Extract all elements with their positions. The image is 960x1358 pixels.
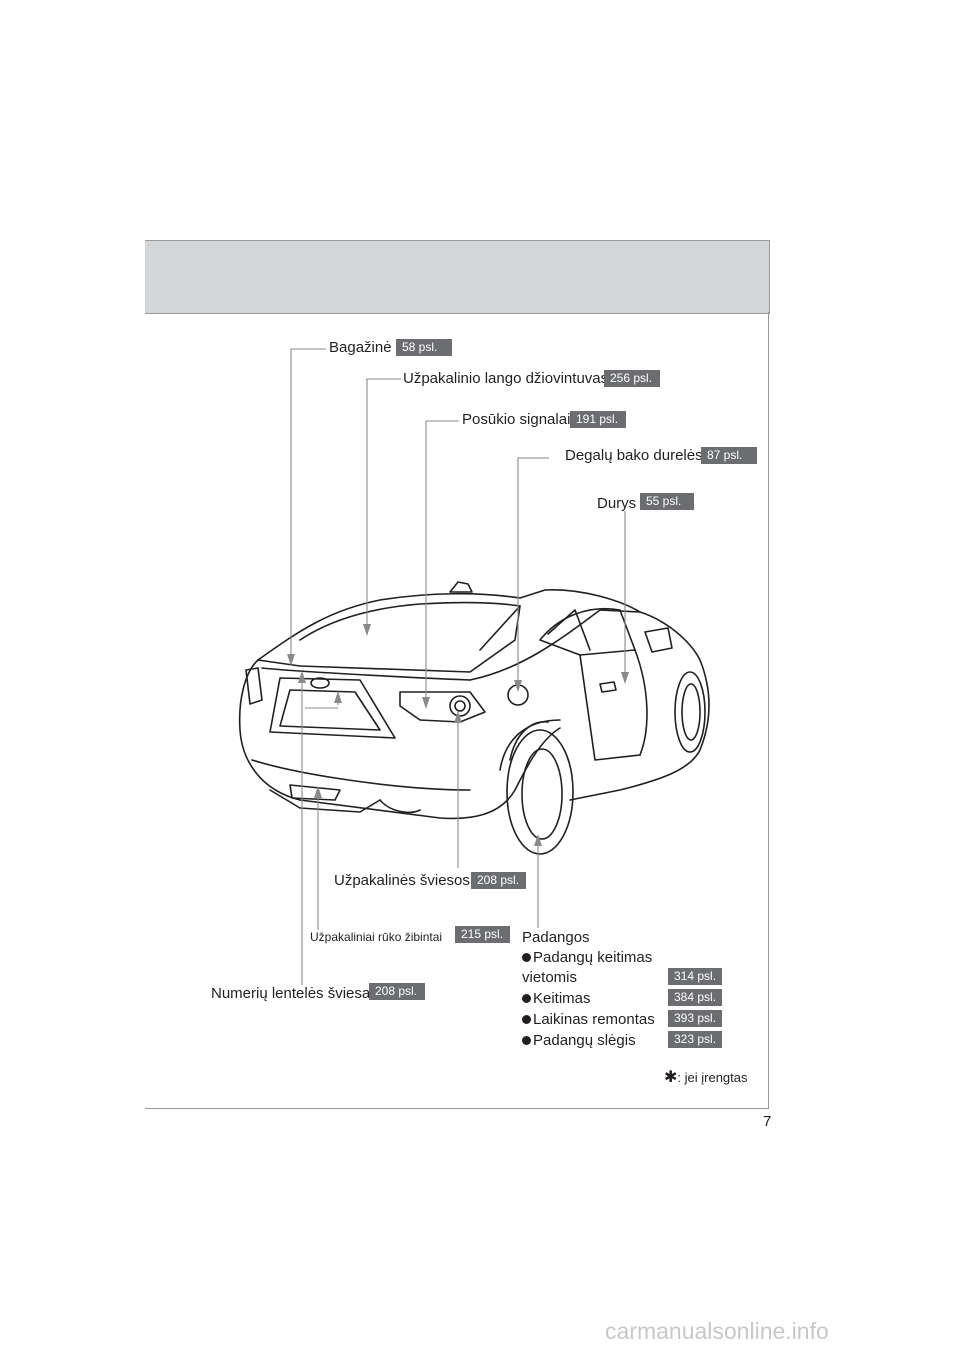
turn-signals-label: Posūkio signalai (462, 411, 571, 428)
tire-rotation-item: Padangų keitimas (522, 949, 652, 967)
bullet-icon (522, 1036, 531, 1045)
rear-defogger-label: Užpakalinio lango džiovintuvas (403, 370, 609, 387)
watermark: carmanualsonline.info (605, 1318, 829, 1344)
bottom-rule (145, 1108, 769, 1109)
tire-pressure-item: Padangų slėgis (522, 1032, 636, 1050)
asterisk-icon: ✱ (664, 1069, 678, 1086)
rear-fog-page-tag: 215 psl. (455, 926, 510, 943)
tire-replacement-label: Keitimas (533, 990, 591, 1007)
bullet-icon (522, 994, 531, 1003)
trunk-page-tag: 58 psl. (396, 339, 452, 356)
tire-pressure-page-tag: 323 psl. (668, 1031, 722, 1048)
tire-replacement-page-tag: 384 psl. (668, 989, 722, 1006)
doors-page-tag: 55 psl. (640, 493, 694, 510)
turn-signals-page-tag: 191 psl. (570, 411, 626, 428)
page-number: 7 (763, 1113, 772, 1130)
right-margin-rule (768, 312, 769, 1108)
tire-replacement-item: Keitimas (522, 990, 591, 1008)
fuel-door-page-tag: 87 psl. (701, 447, 757, 464)
tail-lights-page-tag: 208 psl. (471, 872, 526, 889)
bullet-icon (522, 1015, 531, 1024)
tire-rotation-label-line2: vietomis (522, 969, 578, 986)
tires-heading: Padangos (522, 929, 590, 946)
tail-lights-label: Užpakalinės šviesos (334, 872, 470, 889)
bullet-icon (522, 953, 531, 962)
rear-fog-label: Užpakaliniai rūko žibintai (310, 930, 443, 944)
emergency-repair-label: Laikinas remontas (533, 1011, 655, 1028)
license-light-page-tag: 208 psl. (369, 983, 425, 1000)
doors-label: Durys (597, 495, 637, 512)
emergency-repair-item: Laikinas remontas (522, 1011, 655, 1029)
footnote-text: : jei įrengtas (677, 1070, 748, 1085)
tire-pressure-label: Padangų slėgis (533, 1032, 636, 1049)
tire-rotation-page-tag: 314 psl. (668, 968, 722, 985)
tire-rotation-label: Padangų keitimas (533, 949, 653, 966)
header-band (145, 240, 770, 314)
rear-defogger-page-tag: 256 psl. (604, 370, 660, 387)
fuel-door-label: Degalų bako durelės (565, 447, 703, 464)
trunk-label: Bagažinė (329, 339, 392, 356)
emergency-repair-page-tag: 393 psl. (668, 1010, 722, 1027)
footnote: ✱: jei įrengtas (664, 1067, 748, 1087)
license-light-label: Numerių lentelės šviesa (211, 985, 371, 1002)
